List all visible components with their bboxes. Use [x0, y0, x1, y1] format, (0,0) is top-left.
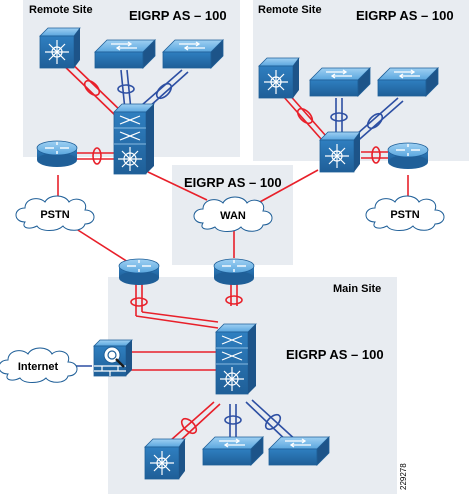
multilayer-switch-icon — [144, 438, 186, 480]
router-icon — [118, 258, 160, 286]
switch-icon — [377, 67, 439, 97]
multilayer-switch-icon — [319, 131, 361, 173]
internet-label: Internet — [18, 361, 59, 373]
main-site-as-label: EIGRP AS – 100 — [286, 347, 384, 362]
router-icon — [213, 258, 255, 286]
remote-site-right-label: Remote Site — [258, 4, 322, 16]
main-site-label: Main Site — [333, 283, 381, 295]
multilayer-switch-icon — [215, 323, 257, 395]
remote-site-left-label: Remote Site — [29, 4, 93, 16]
router-icon — [36, 140, 78, 168]
firewall-icon — [93, 339, 133, 377]
wan-as-label: EIGRP AS – 100 — [184, 175, 282, 190]
wan-cloud: WAN — [193, 196, 273, 232]
pstn-right-label: PSTN — [390, 209, 419, 221]
pstn-left-label: PSTN — [40, 209, 69, 221]
wan-label: WAN — [220, 210, 246, 222]
switch-icon — [162, 39, 224, 69]
multilayer-switch-icon — [39, 27, 81, 69]
router-icon — [387, 142, 429, 170]
remote-site-left-as-label: EIGRP AS – 100 — [129, 8, 227, 23]
multilayer-switch-icon — [113, 103, 155, 175]
multilayer-switch-icon — [258, 57, 300, 99]
switch-icon — [309, 67, 371, 97]
etherchannel-markers — [83, 79, 384, 435]
remote-site-right-as-label: EIGRP AS – 100 — [356, 8, 454, 23]
internet-cloud: Internet — [0, 347, 78, 383]
figure-id: 229278 — [399, 463, 408, 490]
switch-icon — [268, 436, 330, 466]
switch-icon — [94, 39, 156, 69]
pstn-cloud-left: PSTN — [15, 195, 95, 231]
pstn-cloud-right: PSTN — [365, 195, 445, 231]
switch-icon — [202, 436, 264, 466]
